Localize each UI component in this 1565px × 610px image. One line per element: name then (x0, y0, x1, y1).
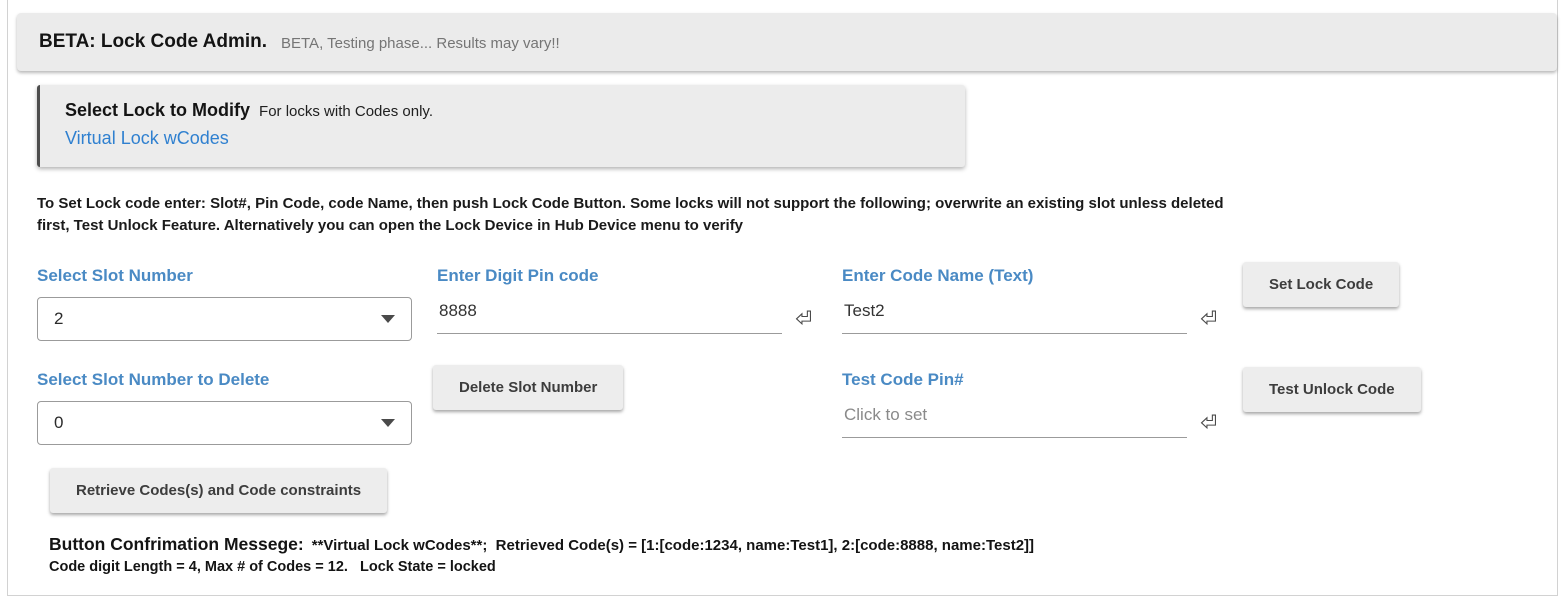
chevron-down-icon (381, 419, 395, 427)
chevron-down-icon (381, 315, 395, 323)
test-unlock-code-button[interactable]: Test Unlock Code (1243, 367, 1421, 412)
selected-lock-link[interactable]: Virtual Lock wCodes (65, 128, 229, 148)
delete-slot-label: Select Slot Number to Delete (37, 370, 270, 389)
page-header: BETA: Lock Code Admin. BETA, Testing pha… (17, 13, 1557, 71)
page-subtitle: BETA, Testing phase... Results may vary!… (281, 34, 560, 52)
pin-code-label: Enter Digit Pin code (437, 266, 599, 285)
slot-number-field: Select Slot Number 2 (37, 266, 412, 341)
enter-icon (1200, 414, 1216, 429)
enter-icon (795, 310, 811, 325)
delete-slot-number-button[interactable]: Delete Slot Number (433, 365, 624, 410)
set-lock-code-button[interactable]: Set Lock Code (1243, 262, 1400, 307)
test-pin-field: Test Code Pin# (842, 370, 1217, 438)
confirmation-line1: **Virtual Lock wCodes**; Retrieved Code(… (311, 537, 1035, 554)
lock-select-heading: Select Lock to Modify For locks with Code… (65, 100, 965, 121)
slot-number-label: Select Slot Number (37, 266, 193, 285)
delete-slot-value: 0 (54, 413, 64, 432)
confirmation-line2: Code digit Length = 4, Max # of Codes = … (49, 559, 496, 575)
lock-select-hint: For locks with Codes only. (259, 103, 433, 120)
lock-select-panel: Select Lock to Modify For locks with Code… (37, 85, 965, 167)
delete-slot-field: Select Slot Number to Delete 0 (37, 370, 412, 445)
page-title: BETA: Lock Code Admin. (39, 31, 267, 52)
lock-select-title: Select Lock to Modify (65, 100, 251, 120)
instructions-text: To Set Lock code enter: Slot#, Pin Code,… (37, 195, 1224, 234)
code-name-input[interactable] (842, 297, 1187, 334)
confirmation-title: Button Confrimation Messege: (49, 534, 304, 554)
pin-code-input[interactable] (437, 297, 782, 334)
slot-number-value: 2 (54, 309, 64, 328)
enter-icon (1200, 310, 1216, 325)
code-name-field: Enter Code Name (Text) (842, 266, 1217, 334)
slot-number-select[interactable]: 2 (37, 297, 412, 341)
delete-slot-select[interactable]: 0 (37, 401, 412, 445)
test-pin-input[interactable] (842, 401, 1187, 438)
test-pin-label: Test Code Pin# (842, 370, 964, 389)
confirmation-message: Button Confrimation Messege: **Virtual Lo… (49, 534, 1199, 575)
retrieve-codes-button[interactable]: Retrieve Codes(s) and Code constraints (50, 468, 388, 513)
pin-code-field: Enter Digit Pin code (437, 266, 812, 334)
code-name-label: Enter Code Name (Text) (842, 266, 1034, 285)
